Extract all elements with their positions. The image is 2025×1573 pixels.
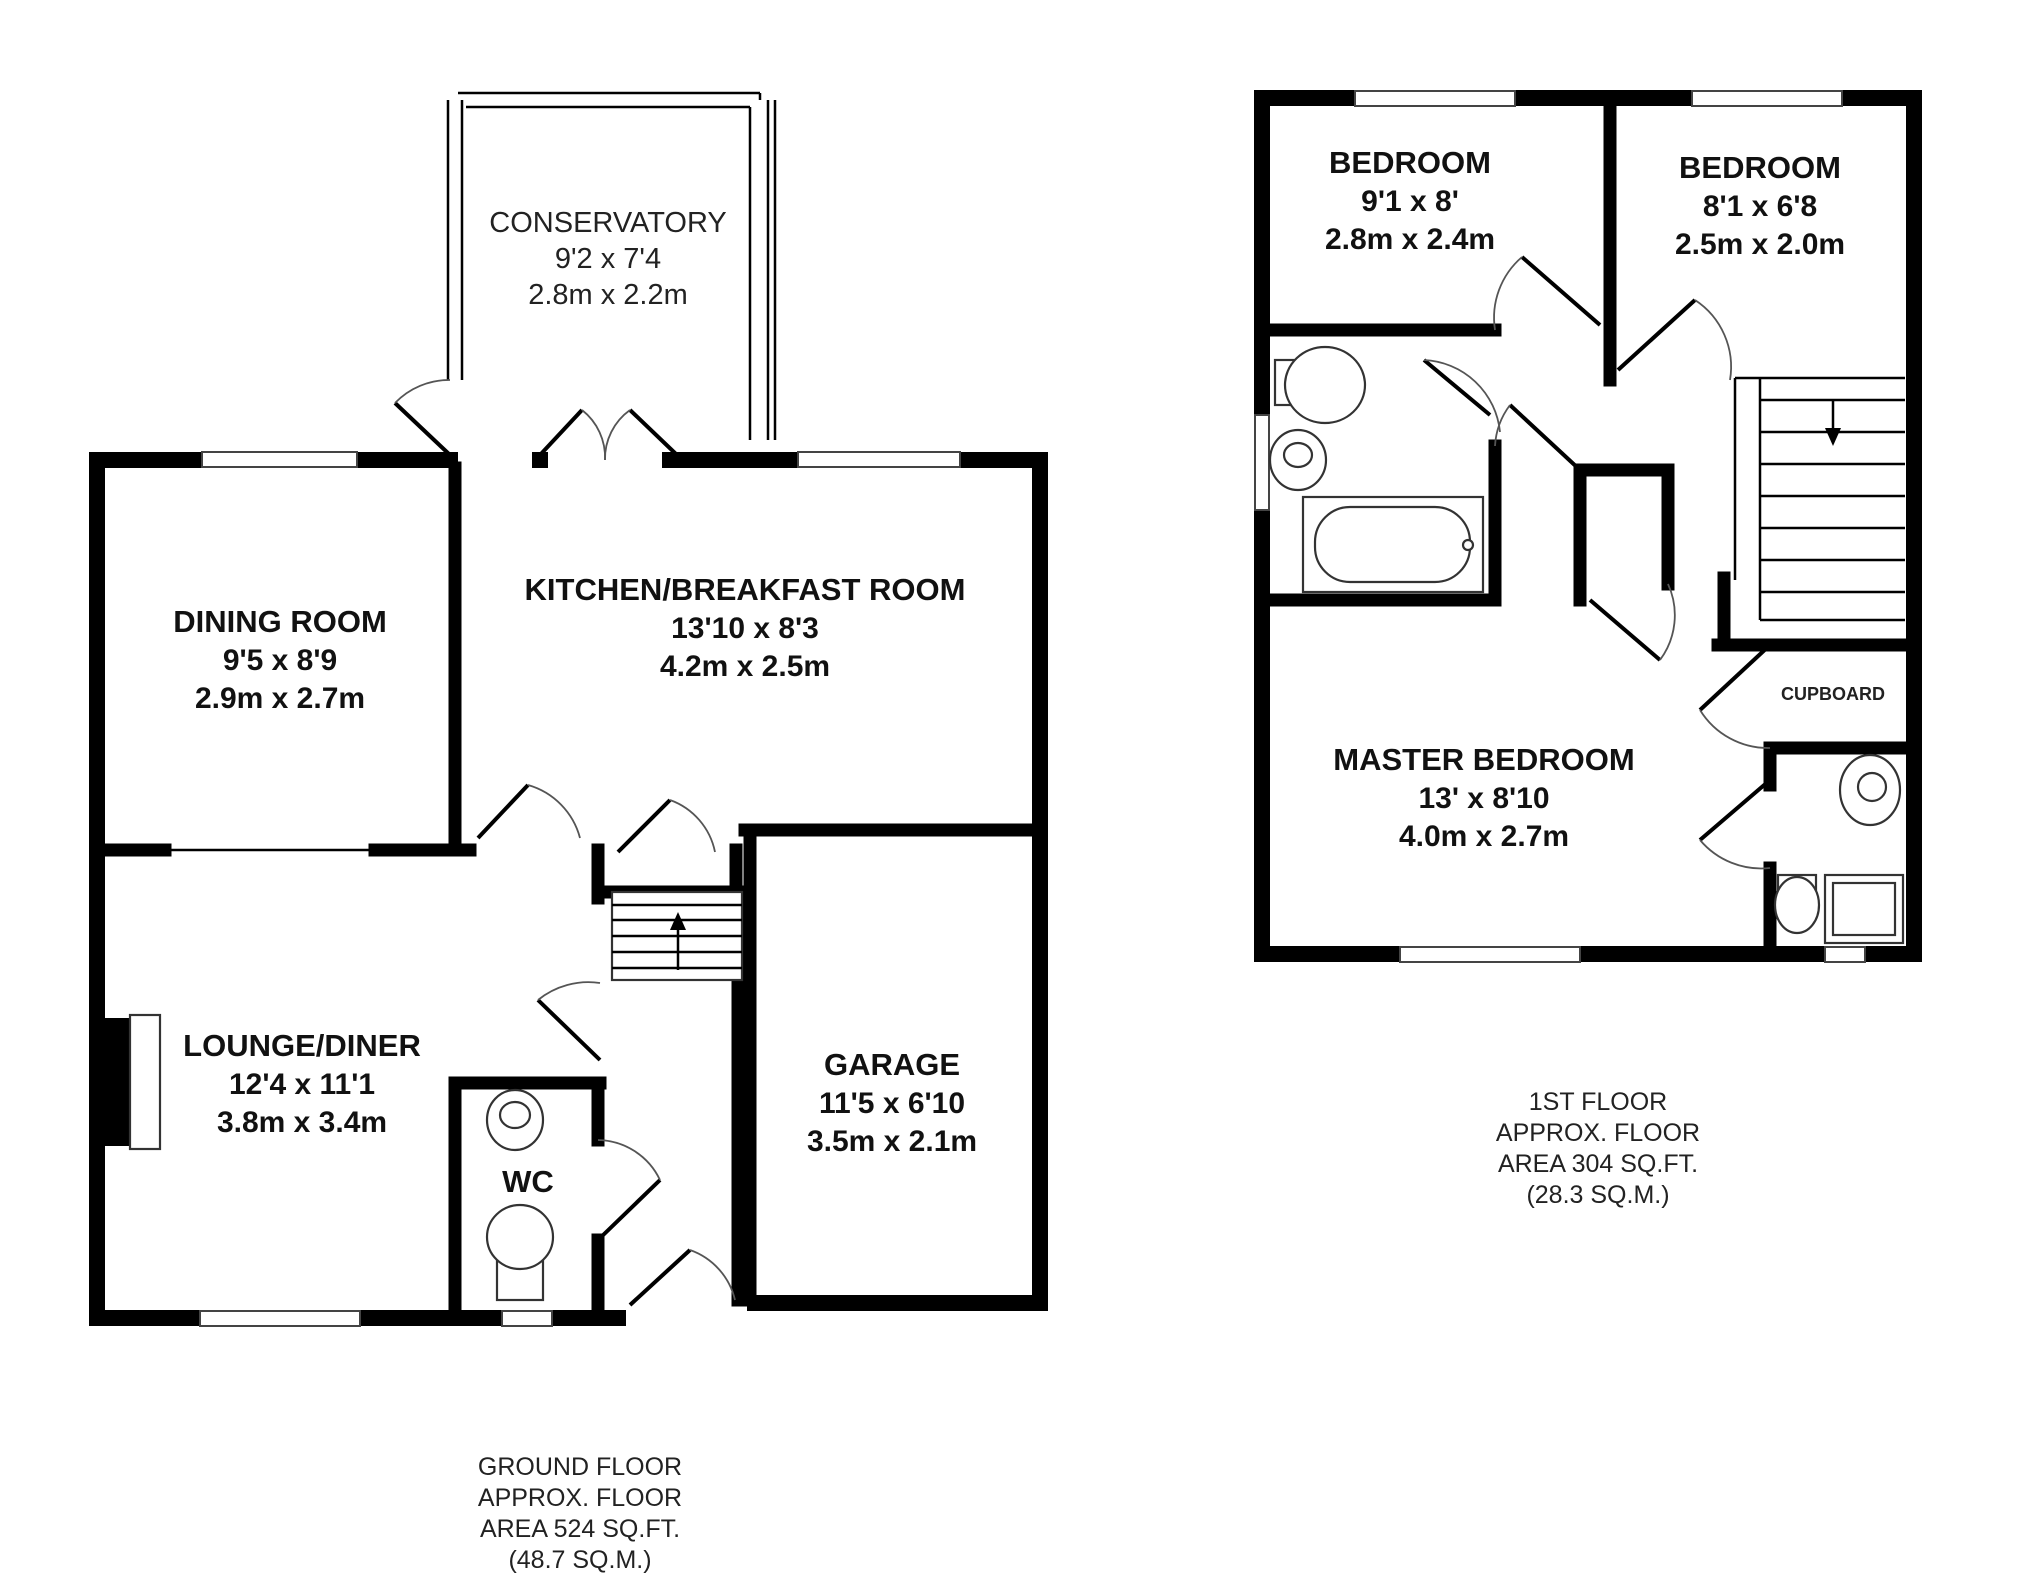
lounge-window (199, 1310, 361, 1327)
bedroom-1-metric: 2.8m x 2.4m (1325, 223, 1495, 256)
stairs-down-arrow-icon (1825, 428, 1841, 446)
ground-floor-area-line1: GROUND FLOOR (478, 1453, 682, 1481)
conservatory-walls (446, 91, 777, 440)
bedroom-1-name: BEDROOM (1329, 145, 1491, 180)
dining-room-window (201, 451, 358, 468)
ground-floor-area-line3: AREA 524 SQ.FT. (480, 1515, 680, 1543)
first-floor-area-line3: AREA 304 SQ.FT. (1498, 1150, 1698, 1178)
conservatory-name: CONSERVATORY (489, 207, 726, 239)
lounge-label: LOUNGE/DINER 12'4 x 11'1 3.8m x 3.4m (183, 1028, 421, 1139)
bathroom-fixtures (1268, 345, 1485, 594)
dining-room-label: DINING ROOM 9'5 x 8'9 2.9m x 2.7m (173, 604, 387, 715)
kitchen-metric: 4.2m x 2.5m (660, 650, 830, 683)
bedroom-1-label: BEDROOM 9'1 x 8' 2.8m x 2.4m (1325, 145, 1495, 256)
ground-floor-staircase (610, 890, 744, 982)
master-bedroom-name: MASTER BEDROOM (1333, 742, 1634, 777)
first-floor-outer-walls (1254, 90, 1922, 962)
kitchen-name: KITCHEN/BREAKFAST ROOM (525, 572, 966, 607)
ensuite-fixtures (1773, 753, 1905, 945)
first-floor-doors (1422, 255, 1772, 870)
ground-floor-plan: CONSERVATORY 9'2 x 7'4 2.8m x 2.2m DININ… (89, 91, 1048, 1573)
bathroom-window (1254, 414, 1270, 511)
ground-floor-interior-walls (97, 461, 1040, 1319)
master-bedroom-label: MASTER BEDROOM 13' x 8'10 4.0m x 2.7m (1333, 742, 1634, 853)
fireplace (104, 1013, 162, 1151)
garage-imperial: 11'5 x 6'10 (819, 1087, 965, 1120)
kitchen-imperial: 13'10 x 8'3 (671, 612, 819, 645)
first-floor-interior-walls (1263, 98, 1914, 954)
first-floor-staircase (1733, 376, 1905, 622)
bedroom-1-window (1354, 90, 1516, 107)
garage-name: GARAGE (824, 1047, 960, 1082)
conservatory-metric: 2.8m x 2.2m (528, 279, 688, 311)
master-bedroom-metric: 4.0m x 2.7m (1399, 820, 1569, 853)
first-floor-area-line1: 1ST FLOOR (1529, 1088, 1667, 1116)
cupboard-label: CUPBOARD (1781, 684, 1885, 704)
dining-room-name: DINING ROOM (173, 604, 387, 639)
bedroom-1-imperial: 9'1 x 8' (1361, 185, 1459, 218)
first-floor-plan: BEDROOM 9'1 x 8' 2.8m x 2.4m BEDROOM 8'1… (1254, 90, 1922, 1209)
wc-name: WC (502, 1164, 554, 1199)
conservatory-imperial: 9'2 x 7'4 (555, 243, 661, 275)
master-bedroom-window (1399, 946, 1581, 963)
garage-label: GARAGE 11'5 x 6'10 3.5m x 2.1m (807, 1047, 977, 1158)
dining-room-imperial: 9'5 x 8'9 (223, 644, 337, 677)
ensuite-window (1824, 946, 1866, 963)
first-floor-area-label: 1ST FLOOR APPROX. FLOOR AREA 304 SQ.FT. … (1496, 1088, 1700, 1209)
wc-window (501, 1310, 553, 1327)
bedroom-2-window (1691, 90, 1843, 107)
lounge-name: LOUNGE/DINER (183, 1028, 421, 1063)
kitchen-window (797, 451, 961, 468)
bedroom-2-label: BEDROOM 8'1 x 6'8 2.5m x 2.0m (1675, 150, 1845, 261)
garage-metric: 3.5m x 2.1m (807, 1125, 977, 1158)
conservatory-label: CONSERVATORY 9'2 x 7'4 2.8m x 2.2m (489, 207, 726, 311)
master-bedroom-imperial: 13' x 8'10 (1418, 782, 1549, 815)
bedroom-2-metric: 2.5m x 2.0m (1675, 228, 1845, 261)
bedroom-2-imperial: 8'1 x 6'8 (1703, 190, 1817, 223)
dining-room-metric: 2.9m x 2.7m (195, 682, 365, 715)
ground-floor-area-line2: APPROX. FLOOR (478, 1484, 682, 1512)
lounge-metric: 3.8m x 3.4m (217, 1106, 387, 1139)
wc-fixtures (485, 1088, 555, 1302)
ground-floor-doors (393, 379, 736, 1307)
stairs-up-arrow-icon (670, 912, 686, 930)
first-floor-area-line4: (28.3 SQ.M.) (1526, 1181, 1669, 1209)
kitchen-label: KITCHEN/BREAKFAST ROOM 13'10 x 8'3 4.2m … (525, 572, 966, 683)
first-floor-area-line2: APPROX. FLOOR (1496, 1119, 1700, 1147)
ground-floor-area-label: GROUND FLOOR APPROX. FLOOR AREA 524 SQ.F… (478, 1453, 682, 1573)
ground-floor-area-line4: (48.7 SQ.M.) (508, 1546, 651, 1573)
bedroom-2-name: BEDROOM (1679, 150, 1841, 185)
lounge-imperial: 12'4 x 11'1 (229, 1068, 375, 1101)
